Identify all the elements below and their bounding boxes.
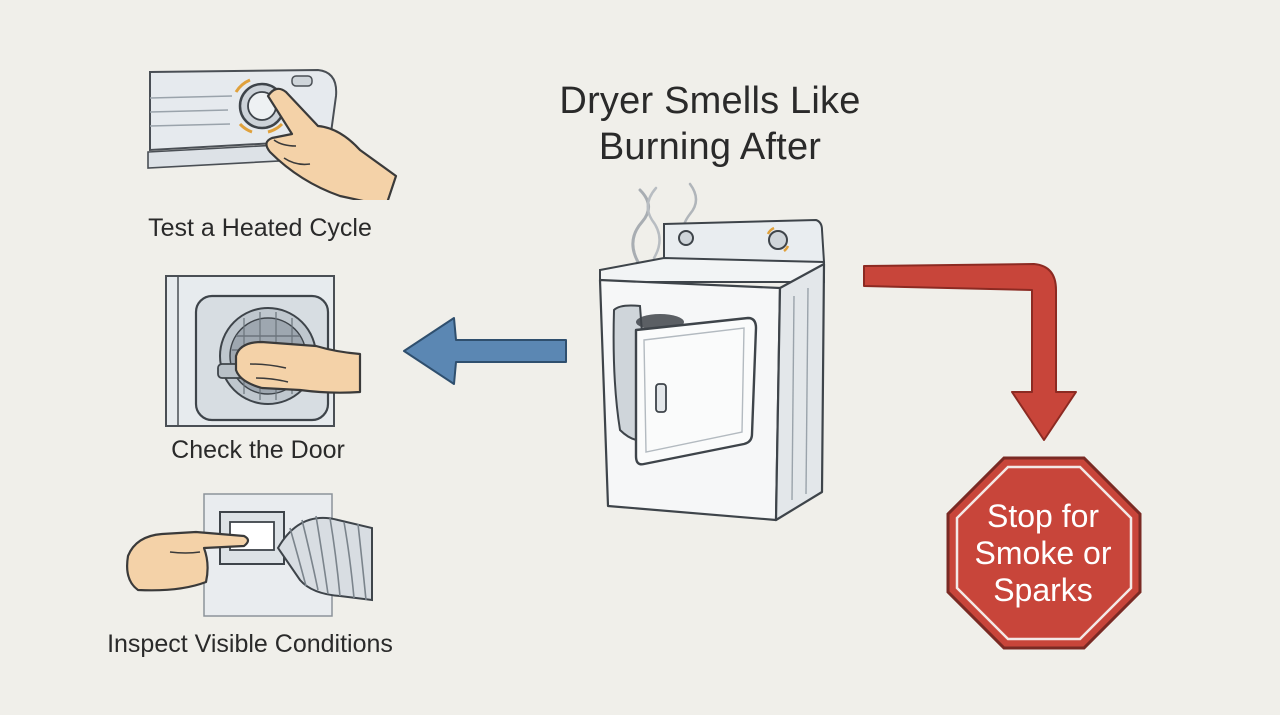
diagram-title: Dryer Smells Like Burning After: [520, 78, 900, 170]
title-text: Dryer Smells Like Burning After: [559, 80, 861, 168]
dryer-control-knob-icon: [147, 68, 398, 200]
dryer-door-latch-icon: [165, 275, 362, 427]
stop-sign-label: Stop for Smoke or Sparks: [974, 498, 1112, 608]
step-label-test-heated-cycle: Test a Heated Cycle: [148, 214, 372, 242]
step-label-inspect-visible-conditions: Inspect Visible Conditions: [107, 630, 393, 658]
left-arrow-icon: [403, 317, 567, 385]
down-arrow-icon: [863, 263, 1077, 441]
dryer-vent-duct-icon: [126, 493, 373, 617]
stop-sign-icon: [946, 456, 1142, 650]
step-label-check-door: Check the Door: [171, 436, 345, 464]
smoking-dryer-icon: [598, 182, 826, 522]
